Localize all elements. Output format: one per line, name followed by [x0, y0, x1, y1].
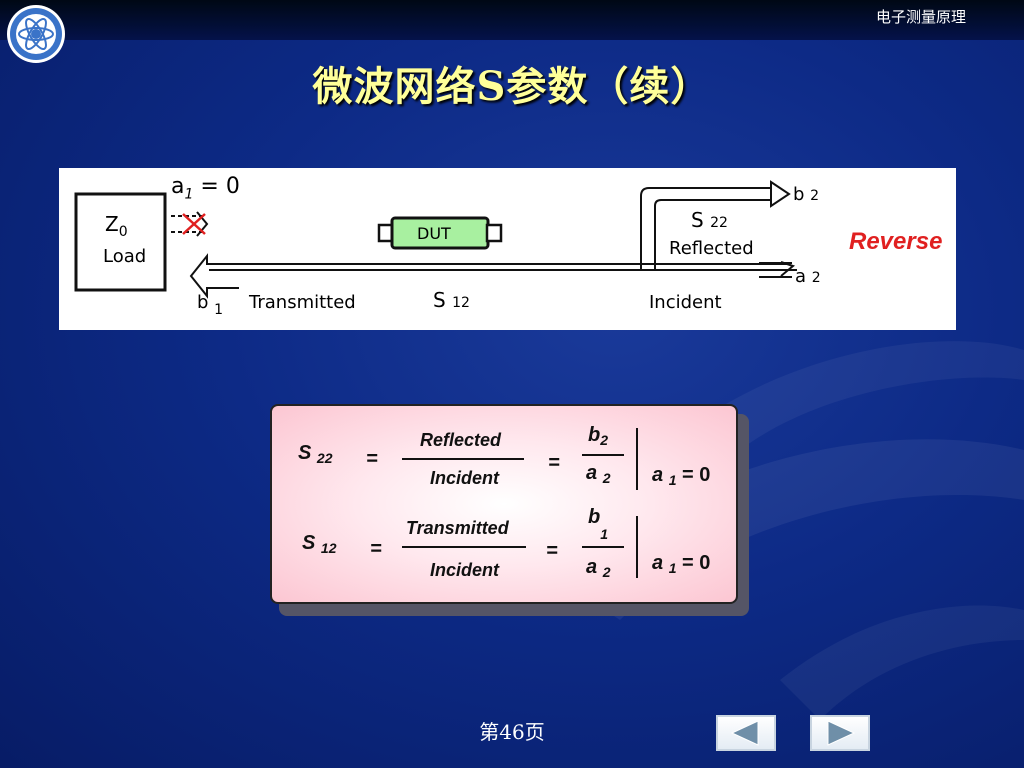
formula-box: S 22 = Reflected Incident = b2 a 2 a 1 =…: [270, 404, 738, 604]
a2-label: a 2: [795, 266, 821, 287]
triangle-left-icon: [730, 720, 759, 746]
equals-sign: =: [546, 540, 558, 562]
a1-label: a1 = 0: [171, 174, 240, 203]
incident-denominator: Incident: [430, 468, 500, 488]
reflected-arrow: [640, 187, 775, 270]
a1-arrow-head: [196, 211, 209, 237]
dut-label: DUT: [417, 224, 451, 243]
dut-connector-right: [485, 223, 503, 243]
b2-label: b 2: [793, 184, 820, 205]
slide-title: 微波网络S参数（续）: [312, 63, 712, 110]
course-title: 电子测量原理: [875, 8, 966, 26]
a2-denominator: a 2: [586, 556, 611, 580]
next-slide-button[interactable]: [810, 715, 870, 751]
s12-label: S 12: [433, 288, 470, 312]
previous-slide-button[interactable]: [716, 715, 776, 751]
equals-sign: =: [366, 448, 378, 470]
s12-symbol: S 12: [302, 532, 337, 556]
load-box: [74, 192, 167, 292]
evaluation-bar: [636, 428, 638, 490]
b2-numerator: b2: [588, 424, 609, 448]
incident-denominator: Incident: [430, 560, 500, 580]
reverse-label: Reverse: [849, 228, 943, 255]
s22-label: S 22: [691, 208, 728, 232]
transmitted-numerator: Transmitted: [406, 518, 509, 538]
condition-a1-zero: a 1 = 0: [652, 552, 711, 576]
reflected-numerator: Reflected: [420, 430, 502, 450]
condition-a1-zero: a 1 = 0: [652, 464, 711, 488]
s22-symbol: S 22: [298, 442, 333, 466]
page-number: 第46页: [479, 720, 545, 744]
equals-sign: =: [370, 538, 382, 560]
a2-denominator: a 2: [586, 462, 611, 486]
b1-label: b 1: [197, 292, 224, 318]
fraction-bar: [582, 454, 624, 456]
z0-label: Z0: [105, 212, 128, 240]
triangle-right-icon: [827, 720, 856, 746]
incident-label: Incident: [649, 292, 722, 313]
transmitted-arrow: [189, 253, 789, 299]
load-label: Load: [103, 246, 147, 267]
top-band: [0, 0, 1024, 40]
fraction-bar: [402, 546, 526, 548]
university-logo: [7, 5, 65, 63]
reflected-label: Reflected: [669, 238, 754, 259]
b1-numerator: b1: [588, 506, 609, 542]
s-parameter-diagram: a1 = 0 Z0 Load DUT S 22 Reflected Revers…: [59, 168, 956, 330]
evaluation-bar: [636, 516, 638, 578]
equals-sign: =: [548, 452, 560, 474]
fraction-bar: [402, 458, 524, 460]
transmitted-label: Transmitted: [249, 292, 356, 313]
diagram-drawing: [74, 180, 797, 299]
fraction-bar: [582, 546, 624, 548]
